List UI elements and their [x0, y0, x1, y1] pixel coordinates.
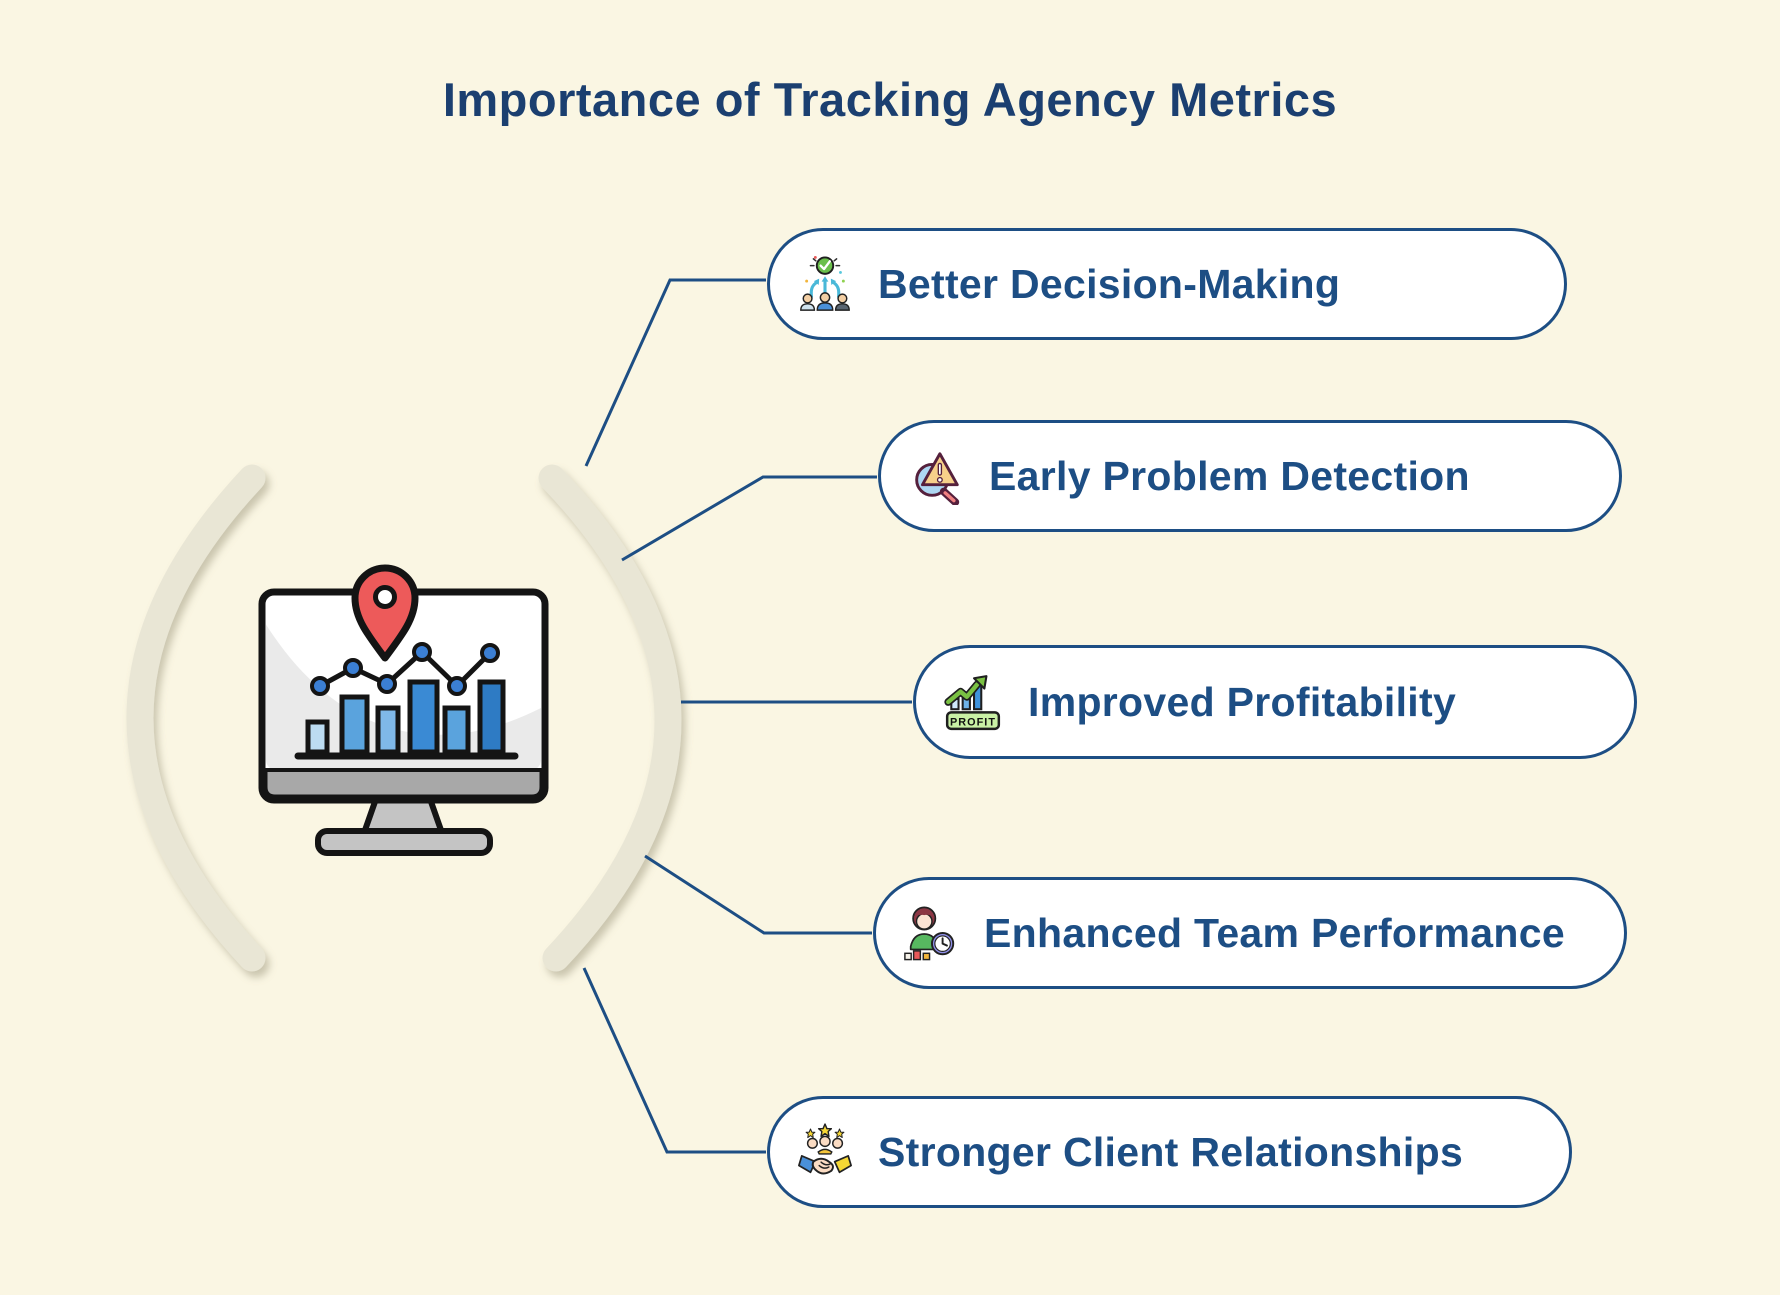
item-label: Better Decision-Making [878, 260, 1341, 307]
team-member-clock-icon [904, 906, 955, 961]
item-stronger-client-relationships: Stronger Client Relationships [767, 1096, 1572, 1208]
left-parenthesis-arc [126, 464, 266, 972]
monitor-bezel [263, 768, 544, 799]
monitor-bar-chart [305, 679, 506, 755]
connector-line-4 [644, 854, 872, 935]
monitor-base [315, 828, 493, 856]
item-better-decision-making: Better Decision-Making [767, 228, 1567, 340]
analytics-monitor-icon [258, 564, 549, 856]
item-label: Improved Profitability [1028, 678, 1457, 725]
connector-line-2 [621, 475, 877, 562]
item-enhanced-team-performance: Enhanced Team Performance [873, 877, 1627, 989]
connector-line-5 [582, 967, 766, 1154]
page-title: Importance of Tracking Agency Metrics [442, 73, 1338, 126]
item-early-problem-detection: Early Problem Detection [878, 420, 1622, 532]
monitor-line-graph [310, 642, 500, 696]
profit-badge: PROFIT [950, 716, 996, 728]
item-label: Early Problem Detection [989, 452, 1470, 499]
connector-line-1 [584, 278, 766, 467]
location-pin-icon [351, 564, 419, 662]
decision-paths-check-icon [800, 255, 850, 311]
right-parenthesis-arc [538, 464, 682, 972]
item-label: Stronger Client Relationships [878, 1128, 1464, 1175]
item-improved-profitability: PROFIT Improved Profitability [913, 645, 1637, 759]
item-label: Enhanced Team Performance [984, 909, 1565, 956]
handshake-stars-icon [798, 1123, 852, 1175]
warning-magnifier-icon [915, 452, 960, 505]
profit-growth-chart-icon: PROFIT [944, 675, 1001, 731]
